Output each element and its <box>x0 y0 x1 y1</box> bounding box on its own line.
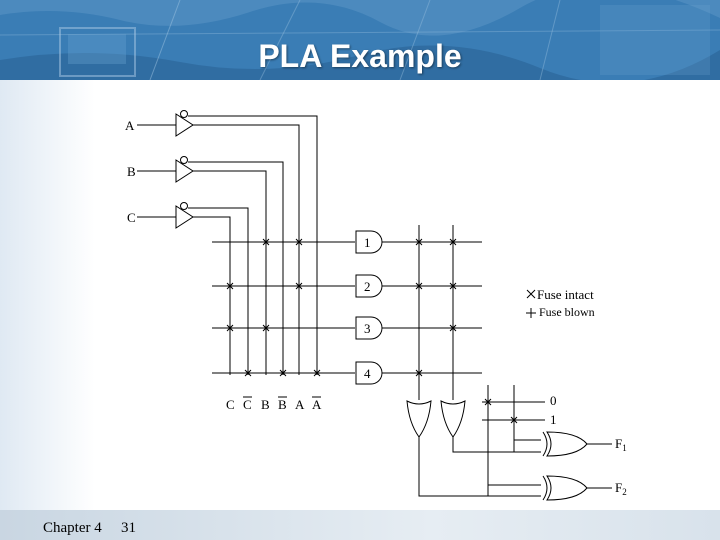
column-label-c: C <box>226 397 235 412</box>
product-term-4: 4 <box>364 366 371 381</box>
or-control-0: 0 <box>550 393 557 408</box>
product-term-1: 1 <box>364 235 371 250</box>
product-term-3: 3 <box>364 321 371 336</box>
fuse-blown-icon <box>526 308 536 318</box>
column-label-a-bar: A <box>312 397 322 412</box>
input-label-b: B <box>127 164 136 179</box>
column-label-b-bar: B <box>278 397 287 412</box>
footer-page-number: 31 <box>121 520 136 536</box>
fuse-intact-marks <box>226 238 518 424</box>
or-control-1: 1 <box>550 412 557 427</box>
input-label-a: A <box>125 118 135 133</box>
input-label-c: C <box>127 210 136 225</box>
pla-diagram: A B C 1 2 3 4 C C B B A A 0 1 F1 F2 Fuse… <box>125 110 627 501</box>
page-title: PLA Example <box>258 38 462 74</box>
legend-fuse-intact: Fuse intact <box>537 287 594 302</box>
output-f1: F1 <box>615 436 627 453</box>
slide-body <box>0 80 720 510</box>
product-term-2: 2 <box>364 279 371 294</box>
fuse-intact-icon <box>526 289 536 299</box>
footer-chapter: Chapter 4 <box>43 520 102 536</box>
column-label-b: B <box>261 397 270 412</box>
slide-header: PLA Example <box>0 0 720 80</box>
column-label-c-bar: C <box>243 397 252 412</box>
column-label-a: A <box>295 397 305 412</box>
legend-fuse-blown: Fuse blown <box>539 305 595 319</box>
map-texture <box>0 0 720 80</box>
slide-footer: Chapter 4 31 <box>0 510 720 540</box>
output-f2: F2 <box>615 480 627 497</box>
